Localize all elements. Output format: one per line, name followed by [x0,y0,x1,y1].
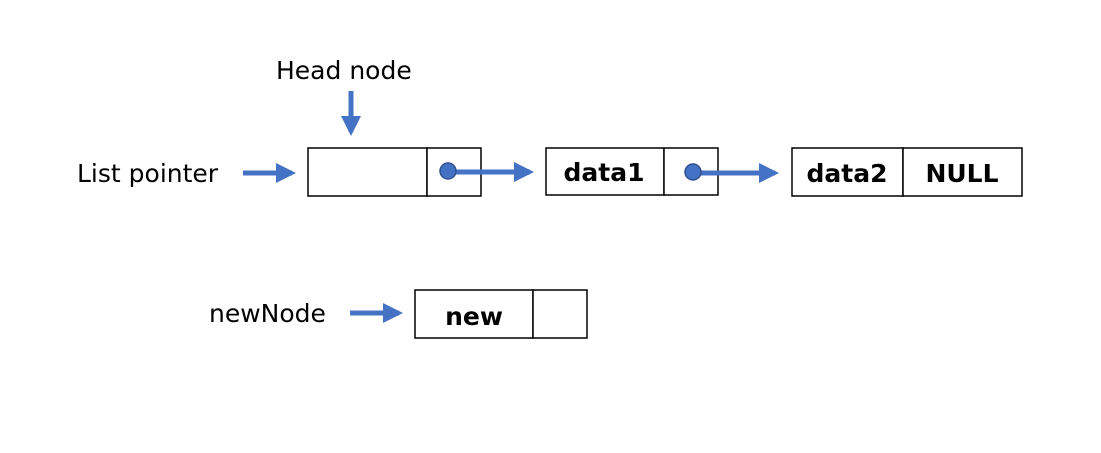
node-1-next-pointer-dot [684,163,702,181]
node-1-data-cell [545,147,665,196]
node-2-data-cell [791,147,904,197]
new-node-label: newNode [209,299,326,328]
node-2: data2 NULL [791,147,1023,197]
new-node-data: new [445,302,503,331]
node-1-data: data1 [564,158,645,187]
node-2-next-null: NULL [925,159,998,188]
head-node-data-cell [307,147,428,197]
new-node-next-cell [532,289,588,339]
new-node: new [414,289,588,339]
head-node-label: Head node [276,56,412,85]
new-node-data-cell [414,289,534,339]
head-next-pointer-dot [439,162,457,180]
head-node [307,147,482,197]
node-2-next-cell [902,147,1023,197]
node-2-data: data2 [807,159,888,188]
list-pointer-label: List pointer [77,159,219,188]
